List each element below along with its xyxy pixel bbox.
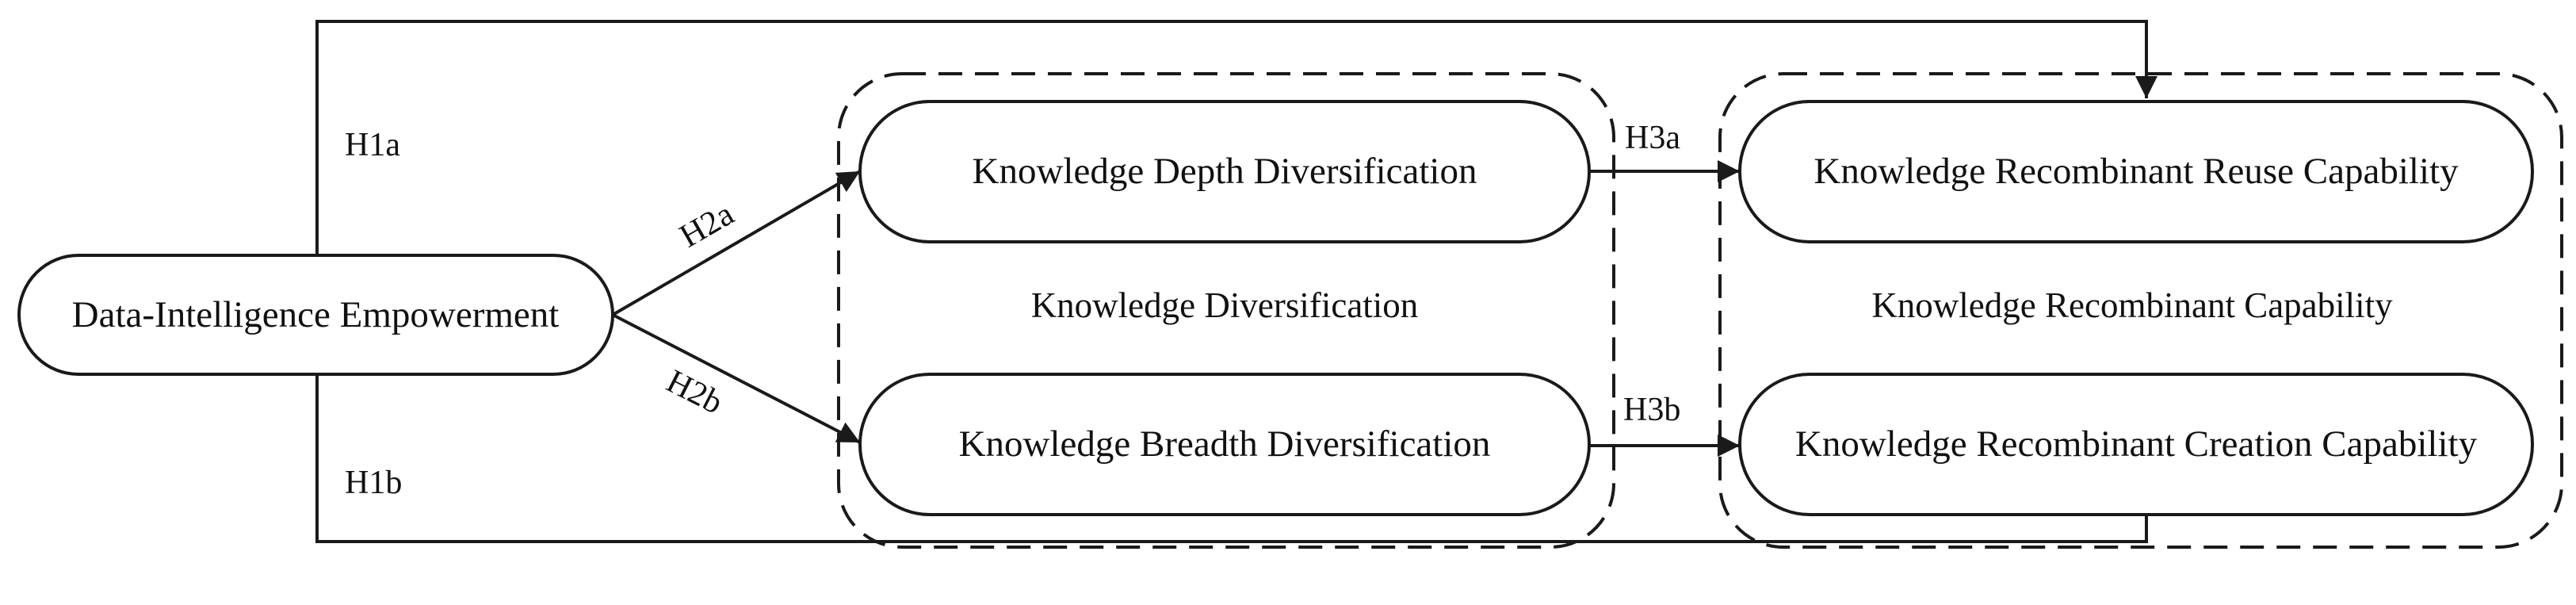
knowledge-recombinant-capability-label: Knowledge Recombinant Capability — [1871, 285, 2393, 325]
knowledge-recombinant-reuse-capability-node — [1738, 100, 2534, 243]
knowledge-breadth-diversification-node — [858, 373, 1591, 516]
h1b-label: H1b — [345, 465, 402, 501]
h3b-label: H3b — [1623, 392, 1680, 428]
knowledge-breadth-diversification-label: Knowledge Breadth Diversification — [959, 423, 1491, 465]
h1a-arrow — [315, 20, 2157, 255]
knowledge-recombinant-creation-capability-node — [1738, 373, 2534, 516]
knowledge-diversification-group — [837, 72, 1615, 549]
knowledge-diversification-label: Knowledge Diversification — [1031, 285, 1419, 325]
data-intelligence-empowerment-label: Data-Intelligence Empowerment — [72, 294, 560, 335]
knowledge-recombinant-reuse-capability-label: Knowledge Recombinant Reuse Capability — [1814, 151, 2459, 192]
knowledge-depth-diversification-node — [858, 100, 1591, 243]
knowledge-recombinant-capability-group — [1718, 72, 2563, 549]
h2a-arrow — [611, 170, 862, 316]
knowledge-depth-diversification-label: Knowledge Depth Diversification — [973, 151, 1477, 192]
h2b-arrow — [612, 313, 861, 444]
knowledge-recombinant-creation-capability-label: Knowledge Recombinant Creation Capabilit… — [1795, 423, 2478, 465]
h3a-label: H3a — [1625, 120, 1680, 156]
h1a-label: H1a — [345, 127, 400, 163]
data-intelligence-empowerment-node — [17, 254, 614, 376]
h2b-label: H2b — [660, 363, 728, 422]
